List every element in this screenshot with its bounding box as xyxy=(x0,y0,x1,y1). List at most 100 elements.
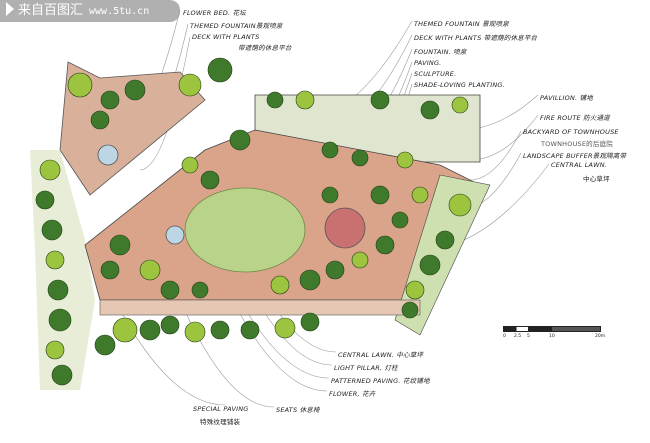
tree-icon xyxy=(67,72,93,98)
tree-icon xyxy=(229,129,251,151)
label-shade-planting: SHADE-LOVING PLANTING. xyxy=(414,81,505,89)
leader-line xyxy=(259,304,333,366)
tree-icon xyxy=(420,100,440,120)
label-deck-left: DECK WITH PLANTS xyxy=(192,33,260,41)
tree-icon xyxy=(391,211,409,229)
label-deck-right: DECK WITH PLANTS 带遮荫的休息平台 xyxy=(414,34,538,42)
tree-icon xyxy=(191,281,209,299)
scale-tick: 2.5 xyxy=(514,334,522,339)
label-patterned-paving: PATTERNED PAVING. 花纹铺地 xyxy=(331,377,430,385)
trees xyxy=(35,57,472,386)
tree-icon xyxy=(100,90,120,110)
tree-icon xyxy=(419,254,441,276)
label-central-lawn-right: CENTRAL LAWN. xyxy=(551,161,608,169)
label-central-lawn-bottom: CENTRAL LAWN. 中心草坪 xyxy=(338,351,424,359)
label-light-pillar: LIGHT PILLAR, 灯柱 xyxy=(334,364,398,372)
tree-icon xyxy=(184,321,206,343)
watermark: 来自百图汇 www.5tu.cn xyxy=(0,0,180,22)
label-paving: PAVING. xyxy=(414,59,442,67)
leader-line xyxy=(179,299,275,408)
tree-icon xyxy=(45,250,65,270)
tree-icon xyxy=(41,219,63,241)
tree-icon xyxy=(39,159,61,181)
tree-icon xyxy=(51,364,73,386)
tree-icon xyxy=(299,269,321,291)
tree-icon xyxy=(109,234,131,256)
label-fountain: FOUNTAIN. 喷泉 xyxy=(414,48,467,56)
label-flower-bed: FLOWER BED. 花坛 xyxy=(183,9,246,17)
tree-icon xyxy=(160,280,180,300)
tree-icon xyxy=(266,91,284,109)
tree-icon xyxy=(370,90,390,110)
tree-icon xyxy=(411,186,429,204)
tree-icon xyxy=(35,190,55,210)
tree-icon xyxy=(94,334,116,356)
tree-icon xyxy=(435,230,455,250)
label-central-lawn-right-cn: 中心草坪 xyxy=(583,175,610,183)
tree-icon xyxy=(210,320,230,340)
tree-icon xyxy=(405,280,425,300)
label-landscape-buffer: LANDSCAPE BUFFER景观隔离带 xyxy=(523,152,627,160)
label-flower: FLOWER, 花卉 xyxy=(329,390,376,398)
tree-icon xyxy=(47,279,69,301)
tree-icon xyxy=(181,156,199,174)
label-deck-left-cn: 带遮荫的休息平台 xyxy=(238,44,292,52)
left-planting-strip xyxy=(30,150,95,390)
watermark-brand: 来自百图汇 xyxy=(18,3,84,18)
play-icon xyxy=(6,2,14,16)
tree-icon xyxy=(370,185,390,205)
scale-bar xyxy=(503,326,601,332)
watermark-url: www.5tu.cn xyxy=(89,6,150,17)
tree-icon xyxy=(375,235,395,255)
tree-icon xyxy=(300,312,320,332)
label-pavillion: PAVILLION. 铺地 xyxy=(540,94,593,102)
tree-icon xyxy=(401,301,419,319)
leader-line xyxy=(139,36,191,171)
label-backyard-cn: TOWNHOUSE的后庭院 xyxy=(541,140,613,148)
scale-tick: 5 xyxy=(527,334,530,339)
central-lawn xyxy=(184,187,306,273)
label-themed-fountain-left: THEMED FOUNTAIN景观喷泉 xyxy=(190,22,283,30)
tree-icon xyxy=(112,317,138,343)
scale-tick: 0 xyxy=(503,334,506,339)
tree-icon xyxy=(325,260,345,280)
scale-tick: 20m xyxy=(595,334,606,339)
leader-line xyxy=(229,294,328,392)
tree-icon xyxy=(100,260,120,280)
tree-icon xyxy=(240,320,260,340)
fountain-main xyxy=(165,225,185,245)
tree-icon xyxy=(139,259,161,281)
tree-icon xyxy=(448,193,472,217)
tree-icon xyxy=(200,170,220,190)
tree-icon xyxy=(351,251,369,269)
label-fire-route: FIRE ROUTE 防火通道 xyxy=(540,114,610,122)
label-special-paving-cn: 特殊纹理铺装 xyxy=(200,418,241,426)
tree-icon xyxy=(321,141,339,159)
tree-icon xyxy=(451,96,469,114)
label-themed-fountain-right: THEMED FOUNTAIN 景观喷泉 xyxy=(414,20,509,28)
tree-icon xyxy=(48,308,72,332)
tree-icon xyxy=(178,73,202,97)
tree-icon xyxy=(90,110,110,130)
leader-line xyxy=(469,130,522,181)
leader-line xyxy=(239,299,330,379)
label-sculpture: SCULPTURE. xyxy=(414,70,457,78)
tree-icon xyxy=(139,319,161,341)
bottom-path xyxy=(99,299,421,316)
tree-icon xyxy=(321,186,339,204)
label-backyard: BACKYARD OF TOWNHOUSE xyxy=(523,128,619,136)
scale-tick: 10 xyxy=(549,334,555,339)
tree-icon xyxy=(270,275,290,295)
tree-icon xyxy=(396,151,414,169)
tree-icon xyxy=(160,315,180,335)
label-seats: SEATS 休息椅 xyxy=(276,406,320,414)
tree-icon xyxy=(274,317,296,339)
tree-icon xyxy=(295,90,315,110)
label-special-paving: SPECIAL PAVING xyxy=(193,405,249,413)
tree-icon xyxy=(124,79,146,101)
patterned-paving-plaza xyxy=(324,207,366,249)
tree-icon xyxy=(207,57,233,83)
themed-fountain xyxy=(97,144,119,166)
tree-icon xyxy=(351,149,369,167)
